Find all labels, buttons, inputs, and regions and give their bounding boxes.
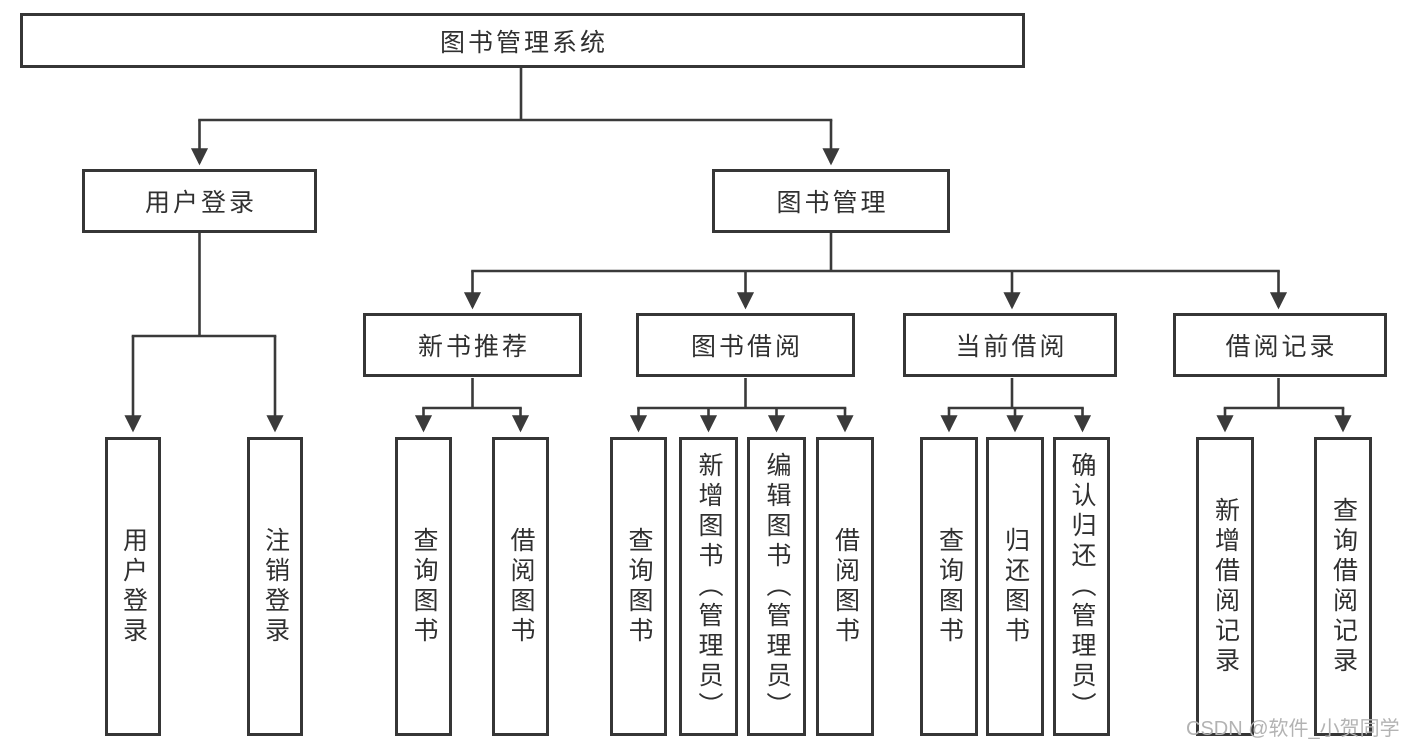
node-new-book-recommend: 新书推荐 (363, 313, 582, 377)
leaf-return-books: 归还图书 (986, 437, 1044, 736)
leaf-confirm-return-admin: 确认归还（管理员） (1053, 437, 1110, 736)
node-borrow-record: 借阅记录 (1173, 313, 1387, 377)
leaf-logout: 注销登录 (247, 437, 303, 736)
connector-root-to-level1 (190, 68, 840, 166)
leaf-query-borrow-record: 查询借阅记录 (1314, 437, 1372, 736)
node-book-management: 图书管理 (712, 169, 950, 233)
node-user-login: 用户登录 (82, 169, 317, 233)
node-book-borrow: 图书借阅 (636, 313, 855, 377)
leaf-query-books-borrow: 查询图书 (610, 437, 667, 736)
connector-borrow-record-children (1216, 378, 1352, 433)
leaf-borrow-books-recommend: 借阅图书 (492, 437, 549, 736)
leaf-user-login: 用户登录 (105, 437, 161, 736)
connector-new-book-recommend-children (414, 378, 530, 433)
node-current-borrow: 当前借阅 (903, 313, 1117, 377)
csdn-watermark: CSDN @软件_小贺同学 (1186, 718, 1400, 740)
connector-book-borrow-children (629, 378, 854, 433)
leaf-query-books-current: 查询图书 (920, 437, 978, 736)
leaf-query-books-recommend: 查询图书 (395, 437, 452, 736)
root-box-system: 图书管理系统 (20, 13, 1025, 68)
leaf-add-borrow-record: 新增借阅记录 (1196, 437, 1254, 736)
leaf-edit-books-admin: 编辑图书（管理员） (747, 437, 806, 736)
connector-user-login-children (124, 233, 284, 433)
leaf-borrow-books: 借阅图书 (816, 437, 874, 736)
leaf-add-books-admin: 新增图书（管理员） (679, 437, 738, 736)
connector-current-borrow-children (940, 378, 1092, 433)
connector-book-management-children (463, 233, 1288, 310)
